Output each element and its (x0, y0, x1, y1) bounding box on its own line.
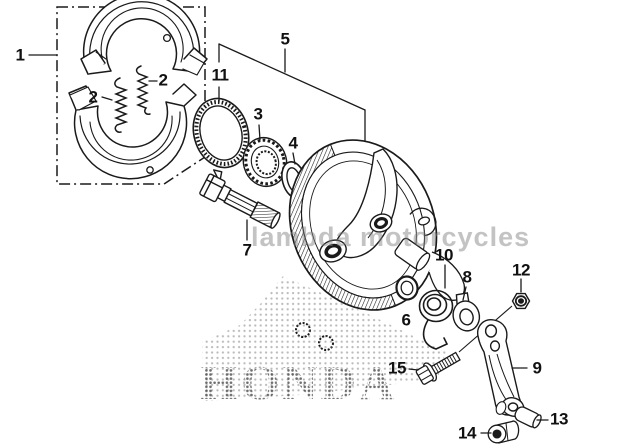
callout-11: 11 (211, 65, 229, 85)
callout-2b: 2 (158, 70, 168, 90)
callout-8: 8 (462, 267, 472, 287)
hex-nut (511, 292, 531, 310)
brake-cam-shaft (199, 169, 281, 229)
callout-6: 6 (401, 310, 411, 330)
callout-5: 5 (280, 29, 290, 49)
callout-7: 7 (242, 240, 252, 260)
callout-4: 4 (288, 133, 298, 153)
oil-seal (395, 275, 419, 301)
spring-right (135, 65, 151, 115)
leader-lines (28, 43, 549, 434)
callout-9: 9 (532, 358, 542, 378)
brand-halftone-text: HONDA (200, 355, 397, 410)
adjuster-bolt (415, 351, 461, 385)
callout-3: 3 (253, 104, 263, 124)
bottom-brake-shoe (68, 83, 197, 180)
callout-12: 12 (512, 260, 530, 280)
callout-2a: 2 (88, 87, 98, 107)
callout-1: 1 (15, 45, 25, 65)
top-brake-shoe (80, 0, 208, 76)
dust-seal-ring (192, 97, 250, 169)
brake-panel (288, 139, 466, 351)
callout-15: 15 (388, 358, 406, 378)
return-spring (418, 289, 454, 350)
callout-14: 14 (458, 423, 476, 443)
spring-left (113, 77, 129, 133)
brake-cam-gear (242, 136, 288, 188)
pin-collar (514, 406, 542, 429)
brake-arm (477, 319, 525, 417)
callout-13: 13 (550, 409, 568, 429)
wear-indicator-plate (452, 292, 481, 332)
halftone-shadow (202, 276, 446, 401)
callout-10: 10 (435, 245, 453, 265)
brake-shoe-kit-box (56, 6, 206, 185)
adjuster-joint (487, 420, 520, 444)
